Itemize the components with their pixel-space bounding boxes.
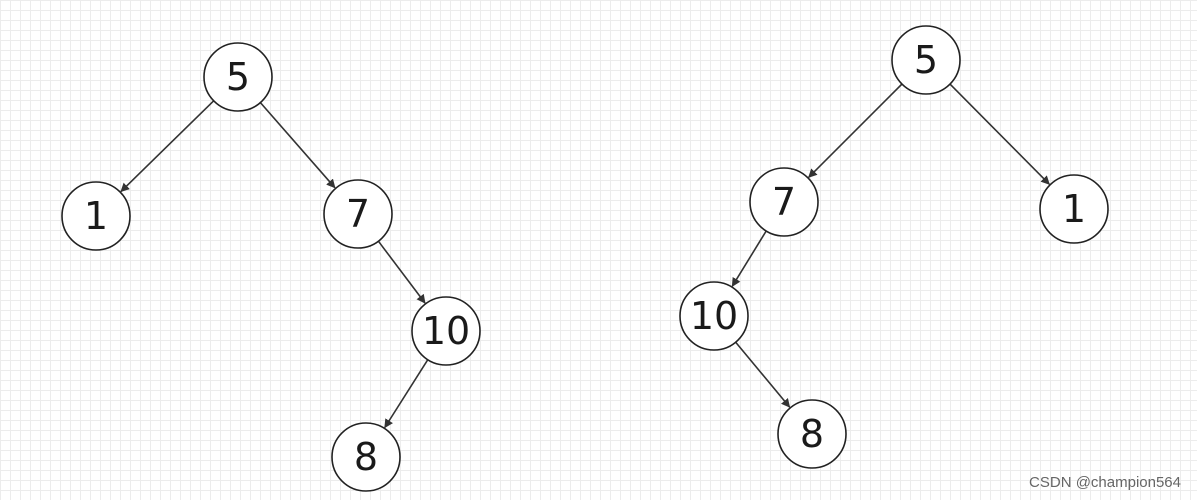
node-circle <box>331 422 401 492</box>
node-label: 1 <box>1062 187 1086 231</box>
right-tree-node-8: 8 <box>777 399 847 469</box>
node-circle <box>749 167 819 237</box>
left-tree-node-8: 8 <box>331 422 401 492</box>
node-circle <box>891 25 961 95</box>
right-tree-edge-r10-r8 <box>735 341 791 408</box>
node-circle <box>1039 174 1109 244</box>
left-tree-node-10: 10 <box>411 296 481 366</box>
node-circle <box>203 42 273 112</box>
left-tree-edge-l5-l7 <box>259 102 336 189</box>
right-tree-node-5: 5 <box>891 25 961 95</box>
left-tree-node-1: 1 <box>61 181 131 251</box>
node-circle <box>411 296 481 366</box>
right-tree-node-1: 1 <box>1039 174 1109 244</box>
node-circle <box>777 399 847 469</box>
left-tree-edge-l5-l1 <box>120 100 215 193</box>
left-tree-edge-l7-l10 <box>377 240 426 304</box>
node-circle <box>323 179 393 249</box>
right-tree-node-10: 10 <box>679 281 749 351</box>
node-label: 1 <box>84 194 108 238</box>
watermark-text: CSDN @champion564 <box>1029 474 1181 491</box>
edges <box>120 83 1050 429</box>
left-tree-node-7: 7 <box>323 179 393 249</box>
node-label: 10 <box>422 309 470 353</box>
node-label: 8 <box>354 435 378 479</box>
node-circle <box>679 281 749 351</box>
right-tree-edge-r7-r10 <box>731 230 767 287</box>
right-tree-edge-r5-r1 <box>949 83 1050 185</box>
nodes: 5 1 7 10 8 5 7 1 10 8 <box>61 25 1109 492</box>
node-label: 5 <box>914 38 938 82</box>
node-label: 5 <box>226 55 250 99</box>
node-label: 10 <box>690 294 738 338</box>
right-tree-edge-r5-r7 <box>808 83 903 178</box>
node-circle <box>61 181 131 251</box>
right-tree-node-7: 7 <box>749 167 819 237</box>
left-tree-edge-l10-l8 <box>384 359 429 429</box>
node-label: 7 <box>346 192 370 236</box>
left-tree-node-5: 5 <box>203 42 273 112</box>
node-label: 7 <box>772 180 796 224</box>
node-label: 8 <box>800 412 824 456</box>
